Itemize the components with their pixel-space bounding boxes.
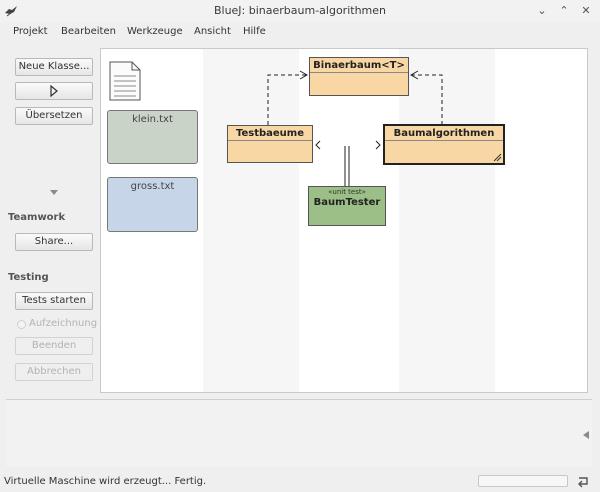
- testing-label: Testing: [8, 272, 49, 283]
- class-name: BaumTester: [313, 197, 381, 208]
- unit-test-stereotype: «unit test»: [328, 188, 366, 196]
- menu-projekt[interactable]: Projekt: [13, 26, 48, 37]
- step-button[interactable]: [15, 82, 93, 100]
- minimize-icon[interactable]: ⌄: [537, 4, 547, 17]
- play-arrow-icon: [50, 84, 58, 98]
- title-bar: BlueJ: binaerbaum-algorithmen ⌄ ⌃ ✕: [0, 0, 600, 22]
- class-name: Baumalgorithmen: [385, 126, 503, 141]
- class-name: Binaerbaum<T>: [310, 58, 408, 73]
- share-button[interactable]: Share...: [15, 233, 93, 251]
- compile-button[interactable]: Übersetzen: [15, 107, 93, 125]
- menu-hilfe[interactable]: Hilfe: [243, 26, 266, 37]
- note-gross-txt[interactable]: gross.txt: [107, 177, 198, 232]
- vm-progress-bar: [478, 475, 568, 487]
- new-class-button[interactable]: Neue Klasse...: [15, 58, 93, 76]
- test-class-baumtester[interactable]: «unit test» BaumTester: [308, 186, 386, 226]
- close-icon[interactable]: ✕: [581, 4, 591, 17]
- menu-ansicht[interactable]: Ansicht: [194, 26, 231, 37]
- end-recording-button[interactable]: Beenden: [15, 337, 93, 355]
- reset-vm-icon[interactable]: [576, 474, 590, 488]
- record-label: Aufzeichnung: [29, 318, 98, 329]
- class-binaerbaum[interactable]: Binaerbaum<T>: [309, 57, 409, 96]
- scroll-left-arrow-icon[interactable]: [583, 431, 589, 439]
- note-label: gross.txt: [130, 181, 175, 192]
- class-testbaeume[interactable]: Testbaeume: [227, 125, 313, 163]
- menu-bar: Projekt Bearbeiten Werkzeuge Ansicht Hil…: [0, 22, 600, 42]
- record-checkbox[interactable]: [17, 320, 26, 329]
- maximize-icon[interactable]: ⌃: [559, 4, 569, 17]
- cancel-recording-button[interactable]: Abbrechen: [15, 363, 93, 381]
- note-label: klein.txt: [132, 114, 173, 125]
- class-name: Testbaeume: [228, 126, 312, 141]
- collapse-arrow-icon[interactable]: [50, 190, 58, 195]
- menu-bearbeiten[interactable]: Bearbeiten: [61, 26, 116, 37]
- menu-werkzeuge[interactable]: Werkzeuge: [127, 26, 183, 37]
- teamwork-label: Teamwork: [8, 212, 66, 223]
- class-baumalgorithmen[interactable]: Baumalgorithmen: [383, 124, 505, 165]
- window-title: BlueJ: binaerbaum-algorithmen: [213, 4, 387, 17]
- resize-handle-icon[interactable]: [492, 152, 502, 162]
- run-tests-button[interactable]: Tests starten: [15, 292, 93, 310]
- bluej-bird-icon: [5, 6, 17, 17]
- output-pane: [6, 399, 592, 467]
- status-message: Virtuelle Maschine wird erzeugt... Ferti…: [4, 476, 207, 487]
- readme-document-icon[interactable]: [109, 61, 141, 101]
- note-klein-txt[interactable]: klein.txt: [107, 110, 198, 164]
